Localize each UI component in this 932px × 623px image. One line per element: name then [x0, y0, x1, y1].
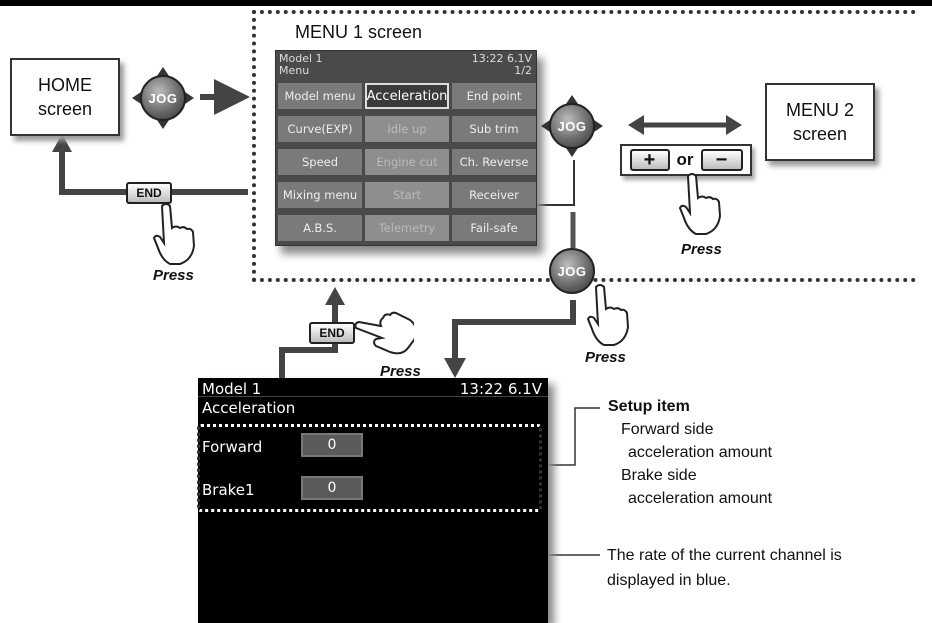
setup-line: acceleration amount: [628, 490, 773, 507]
menu2-screen-box: MENU 2 screen: [765, 83, 875, 161]
press-label: Press: [380, 363, 421, 380]
menu-item[interactable]: Receiver: [452, 182, 536, 208]
setup-line: Brake side: [621, 467, 697, 484]
plus-minus-keys: + or −: [620, 144, 752, 176]
jog-dial-icon: JOG: [132, 67, 194, 129]
brake1-value[interactable]: 0: [301, 476, 363, 500]
arrow-to-acceleration: [452, 300, 576, 360]
menu-item[interactable]: Telemetry: [365, 215, 449, 241]
menu2-screen-label: MENU 2 screen: [785, 100, 854, 144]
menu1-title: MENU 1 screen: [295, 22, 423, 42]
accel-model: Model 1: [202, 380, 262, 398]
forward-label: Forward: [202, 438, 263, 456]
jog-button[interactable]: JOG: [549, 248, 595, 294]
pressing-hand-icon: [354, 311, 414, 355]
menu-item[interactable]: Acceleration: [365, 83, 449, 109]
end-key[interactable]: END: [309, 322, 355, 344]
setup-item-title: Setup item: [608, 398, 690, 415]
menu-item[interactable]: Start: [365, 182, 449, 208]
minus-key[interactable]: −: [700, 149, 743, 171]
press-label: Press: [153, 267, 194, 284]
home-screen-box: HOME screen: [10, 58, 120, 136]
press-label: Press: [585, 349, 626, 366]
setup-line: acceleration amount: [628, 444, 773, 461]
menu1-page: 1/2: [514, 64, 532, 77]
setup-item-frame: [197, 424, 542, 512]
press-label: Press: [681, 241, 722, 258]
menu1-label: Menu: [279, 64, 310, 77]
menu-item[interactable]: End point: [452, 83, 536, 109]
menu-item[interactable]: Ch. Reverse: [452, 149, 536, 175]
menu-item[interactable]: Speed: [278, 149, 362, 175]
accel-title: Acceleration: [202, 399, 296, 417]
menu-item[interactable]: Model menu: [278, 83, 362, 109]
accel-status: 13:22 6.1V: [459, 380, 542, 398]
menu-item[interactable]: Sub trim: [452, 116, 536, 142]
jog-label: JOG: [549, 103, 595, 149]
acceleration-screen: Model 1 13:22 6.1V Acceleration Forward …: [198, 378, 548, 623]
top-rule: [0, 0, 932, 6]
menu-item[interactable]: Curve(EXP): [278, 116, 362, 142]
pressing-hand-icon: [678, 173, 722, 235]
forward-value[interactable]: 0: [301, 433, 363, 457]
menu1-status: 13:22 6.1V: [471, 52, 532, 65]
plus-key[interactable]: +: [629, 149, 670, 171]
menu-item[interactable]: Mixing menu: [278, 182, 362, 208]
brake1-label: Brake1: [202, 481, 255, 499]
home-screen-label: HOME screen: [37, 75, 93, 119]
menu-item[interactable]: Fail-safe: [452, 215, 536, 241]
or-label: or: [676, 150, 694, 169]
jog-label: JOG: [140, 75, 186, 121]
pressing-hand-icon: [152, 203, 196, 265]
setup-line: Forward side: [621, 421, 714, 438]
menu-item[interactable]: A.B.S.: [278, 215, 362, 241]
menu-item[interactable]: Idle up: [365, 116, 449, 142]
jog-label: JOG: [549, 248, 595, 294]
arrow-back-to-home: [59, 150, 248, 195]
end-key[interactable]: END: [126, 182, 172, 204]
pressing-hand-icon: [586, 284, 630, 346]
menu1-model: Model 1: [279, 52, 323, 65]
jog-dial-icon: JOG: [541, 95, 603, 157]
menu-item[interactable]: Engine cut: [365, 149, 449, 175]
rate-note-line: The rate of the current channel is: [607, 547, 842, 564]
rate-note-line: displayed in blue.: [607, 572, 731, 589]
